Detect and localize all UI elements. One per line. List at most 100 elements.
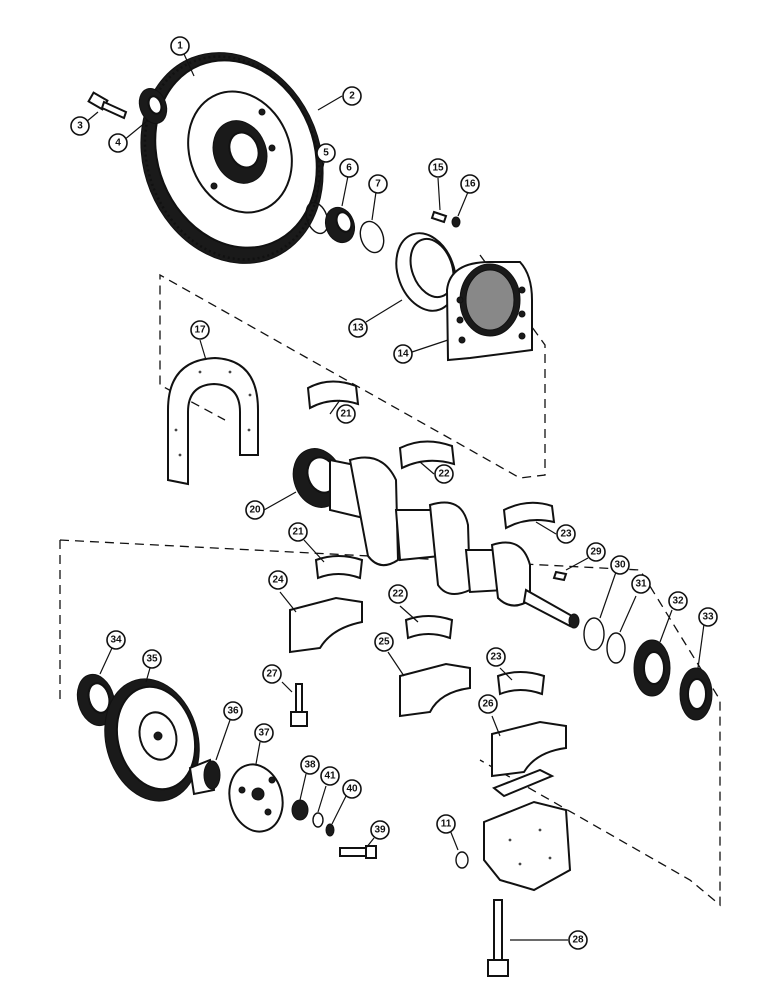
svg-text:11: 11	[441, 819, 452, 830]
svg-text:31: 31	[635, 579, 647, 590]
svg-text:33: 33	[702, 612, 714, 623]
pilot-bearing	[324, 206, 356, 244]
callout-4: 4	[108, 133, 128, 153]
flywheel-ring-gear	[140, 52, 324, 264]
crankshaft-gear	[633, 639, 671, 697]
svg-text:32: 32	[672, 596, 684, 607]
callout-15: 15	[428, 158, 448, 178]
callout-31: 31	[631, 574, 651, 594]
rear-seal-retainer	[445, 261, 533, 362]
svg-text:22: 22	[438, 469, 450, 480]
callout-21-lower: 21	[288, 522, 308, 542]
callout-34: 34	[106, 630, 126, 650]
callout-2: 2	[342, 86, 362, 106]
callout-41: 41	[320, 766, 340, 786]
callout-29: 29	[586, 542, 606, 562]
svg-text:16: 16	[464, 179, 476, 190]
callout-17: 17	[190, 320, 210, 340]
svg-text:21: 21	[292, 527, 304, 538]
svg-text:20: 20	[249, 505, 261, 516]
bearing-cap-bolt	[290, 683, 308, 727]
main-bearing-cap	[289, 596, 567, 778]
oil-slinger	[679, 667, 713, 721]
svg-text:15: 15	[432, 163, 444, 174]
callout-22-upper: 22	[434, 464, 454, 484]
crankshaft	[292, 448, 580, 629]
pump-o-ring	[455, 851, 469, 869]
callout-6: 6	[339, 158, 359, 178]
svg-text:26: 26	[482, 699, 494, 710]
flywheel-lock-plate	[138, 88, 168, 124]
pulley-hub	[228, 763, 284, 833]
upper-main-bearing-shell	[306, 380, 556, 530]
svg-text:22: 22	[392, 589, 404, 600]
front-oil-seal	[76, 673, 116, 727]
svg-text:40: 40	[346, 784, 358, 795]
callout-39: 39	[370, 820, 390, 840]
leader-lines	[85, 53, 705, 941]
svg-text:24: 24	[272, 575, 284, 586]
callout-23-lower: 23	[486, 647, 506, 667]
callout-26: 26	[478, 694, 498, 714]
callout-3: 3	[70, 116, 90, 136]
callout-7: 7	[368, 174, 388, 194]
crankshaft-pulley	[104, 678, 200, 802]
callout-16: 16	[460, 174, 480, 194]
retaining-ring	[305, 201, 329, 235]
retainer-bolt	[430, 210, 461, 228]
callout-14: 14	[393, 344, 413, 364]
callout-25: 25	[374, 632, 394, 652]
hub-bolt	[339, 845, 377, 859]
callout-23-upper: 23	[556, 524, 576, 544]
svg-text:39: 39	[374, 825, 386, 836]
callout-37: 37	[254, 723, 274, 743]
svg-text:21: 21	[340, 409, 352, 420]
retainer-gasket	[167, 356, 259, 486]
callout-20: 20	[245, 500, 265, 520]
svg-text:36: 36	[227, 706, 239, 717]
svg-text:3: 3	[77, 121, 83, 132]
svg-text:7: 7	[375, 179, 381, 190]
svg-text:38: 38	[304, 760, 316, 771]
svg-text:14: 14	[397, 349, 409, 360]
o-ring	[359, 220, 385, 254]
callout-32: 32	[668, 591, 688, 611]
callout-30: 30	[610, 555, 630, 575]
hub-nut-and-washers	[291, 799, 335, 837]
svg-text:37: 37	[258, 728, 270, 739]
svg-text:25: 25	[378, 637, 390, 648]
svg-text:23: 23	[490, 652, 502, 663]
svg-text:6: 6	[346, 163, 352, 174]
svg-text:28: 28	[572, 935, 584, 946]
spacer-washer	[606, 632, 626, 664]
callout-24: 24	[268, 570, 288, 590]
svg-text:17: 17	[194, 325, 206, 336]
svg-text:34: 34	[110, 635, 122, 646]
svg-text:2: 2	[349, 91, 355, 102]
svg-text:23: 23	[560, 529, 572, 540]
lower-group-outline	[59, 539, 721, 907]
callout-27: 27	[262, 664, 282, 684]
callout-38: 38	[300, 755, 320, 775]
oil-pump-housing	[483, 768, 572, 892]
svg-text:4: 4	[115, 138, 121, 149]
pulley-spacer	[188, 758, 221, 796]
callout-40: 40	[342, 779, 362, 799]
callout-33: 33	[698, 607, 718, 627]
callout-5: 5	[316, 143, 336, 163]
svg-text:27: 27	[266, 669, 278, 680]
pump-mounting-bolt	[487, 899, 509, 977]
svg-text:35: 35	[146, 654, 158, 665]
callout-13: 13	[348, 318, 368, 338]
callout-22-lower: 22	[388, 584, 408, 604]
callout-21-upper: 21	[336, 404, 356, 424]
svg-text:41: 41	[324, 771, 336, 782]
svg-text:5: 5	[323, 148, 329, 159]
rear-oil-seal	[395, 232, 457, 312]
svg-text:1: 1	[177, 41, 183, 52]
flywheel-bolt	[87, 91, 128, 120]
callout-1: 1	[170, 36, 190, 56]
svg-text:13: 13	[352, 323, 364, 334]
thrust-washer	[583, 617, 605, 651]
callout-11: 11	[436, 814, 456, 834]
